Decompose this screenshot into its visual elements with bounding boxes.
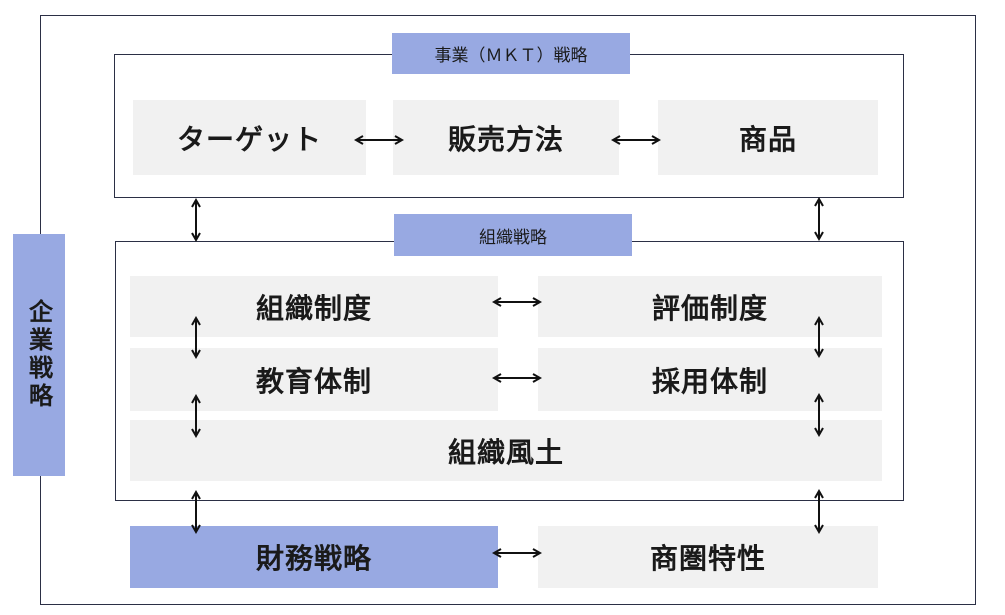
business-strategy-title: 事業（ＭＫＴ）戦略 <box>392 33 630 74</box>
recruitment-system-box: 採用体制 <box>538 348 882 411</box>
product-box: 商品 <box>658 100 878 175</box>
corporate-strategy-label: 企業戦略 <box>13 234 65 476</box>
target-box: ターゲット <box>133 100 366 175</box>
sales-method-box: 販売方法 <box>393 100 619 175</box>
org-culture-box: 組織風土 <box>130 420 882 481</box>
trade-area-box: 商圏特性 <box>538 526 878 588</box>
org-strategy-title: 組織戦略 <box>394 214 632 256</box>
evaluation-system-box: 評価制度 <box>538 276 882 337</box>
finance-strategy-box: 財務戦略 <box>130 526 498 588</box>
